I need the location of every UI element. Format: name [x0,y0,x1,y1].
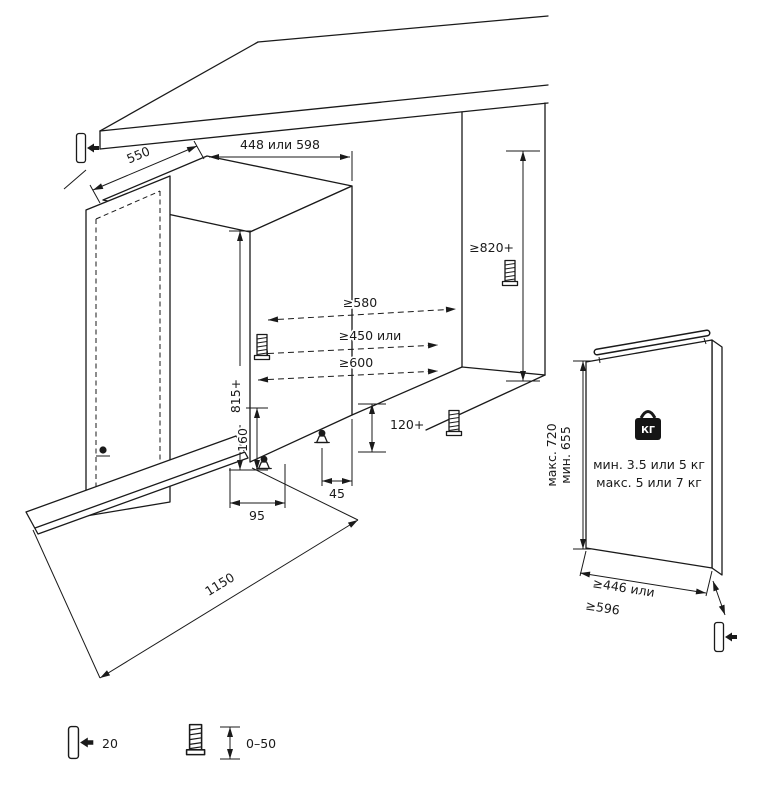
panel-width-a-label: ≥446 или [592,575,656,600]
dim-550-label: 550 [124,143,152,166]
panel-height-max-label: макс. 720 [544,423,559,486]
dim-95-label: 95 [249,508,265,523]
foot-pivot-dot [260,455,268,463]
handle-bar [595,331,709,354]
floor-front-line [425,374,546,431]
dim-815-label: 815+ [228,379,243,413]
foot-base [257,461,271,470]
panel-width-line [579,571,707,595]
spacer-shim-icon [713,621,738,653]
panel-weight-min-label: мин. 3.5 или 5 кг [593,457,705,472]
dim-45-extensions [321,419,353,486]
dim-1150-line [99,519,359,679]
adjustable-foot-icon [501,259,519,287]
adjustable-foot-icon [185,723,206,756]
dim-550-line [92,145,198,191]
dim-580-line [267,306,457,323]
door-board-thickness-line [34,451,246,529]
side-panel-hidden-top [95,190,161,220]
weight-icon: КГ [635,410,661,440]
dim-550-extensions [89,140,205,204]
front-foot-right [314,429,330,444]
weight-unit-label: КГ [641,425,655,436]
niche-wall-bottom-edge [461,366,546,376]
dim-600-label: ≥600 [339,355,373,370]
dim-600-line [257,368,439,383]
legend-shim-value: 20 [102,736,118,751]
countertop-left-top-edge [99,41,259,132]
dim-160-label: 160 [235,428,250,452]
spacer-shim-icon [75,132,100,164]
panel-width-b-label: ≥596 [585,597,621,617]
handle-posts [598,337,707,364]
spacer-shim-icon [67,725,95,760]
countertop-front-bottom-edge [99,102,549,150]
side-panel [85,175,171,517]
front-foot-left [256,455,272,470]
dim-1150-extensions [32,467,359,679]
weight-handle-arc [639,410,657,419]
dim-450-line [257,342,439,357]
dim-1150-label: 1150 [202,569,237,598]
weight-body [635,418,661,440]
foot-pivot-dot [318,429,326,437]
legend: 20 0–50 [67,723,278,760]
dim-width-label: 448 или 598 [240,137,320,152]
countertop [99,15,549,150]
open-door-board [25,435,249,535]
panel-side-face [711,339,723,576]
countertop-front-top-edge [99,84,549,132]
dim-820-label: ≥820+ [469,240,514,255]
wall-back-edge [257,15,549,43]
dim-580-label: ≥580 [343,295,377,310]
dim-450-label: ≥450 или [339,328,402,343]
dim-120-label: 120+ [390,417,424,432]
legend-foot-range: 0–50 [246,736,276,751]
dim-550-leader [63,169,87,190]
panel-front-face [585,339,713,569]
adjustable-foot-icon [253,333,271,361]
door-board-outline [25,435,249,535]
foot-base [315,435,329,444]
panel-height-min-label: мин. 655 [558,426,573,484]
panel-weight-max-label: макс. 5 или 7 кг [596,475,702,490]
dim-45-label: 45 [329,486,345,501]
panel-shim-gap-arrow [712,580,726,616]
dishwasher-right-face [249,185,353,463]
hinge-pivot-dot [99,446,107,454]
door-panel-view: КГ мин. 3.5 или 5 кг макс. 5 или 7 кг ми… [542,329,738,653]
adjustable-foot-icon [445,409,463,437]
